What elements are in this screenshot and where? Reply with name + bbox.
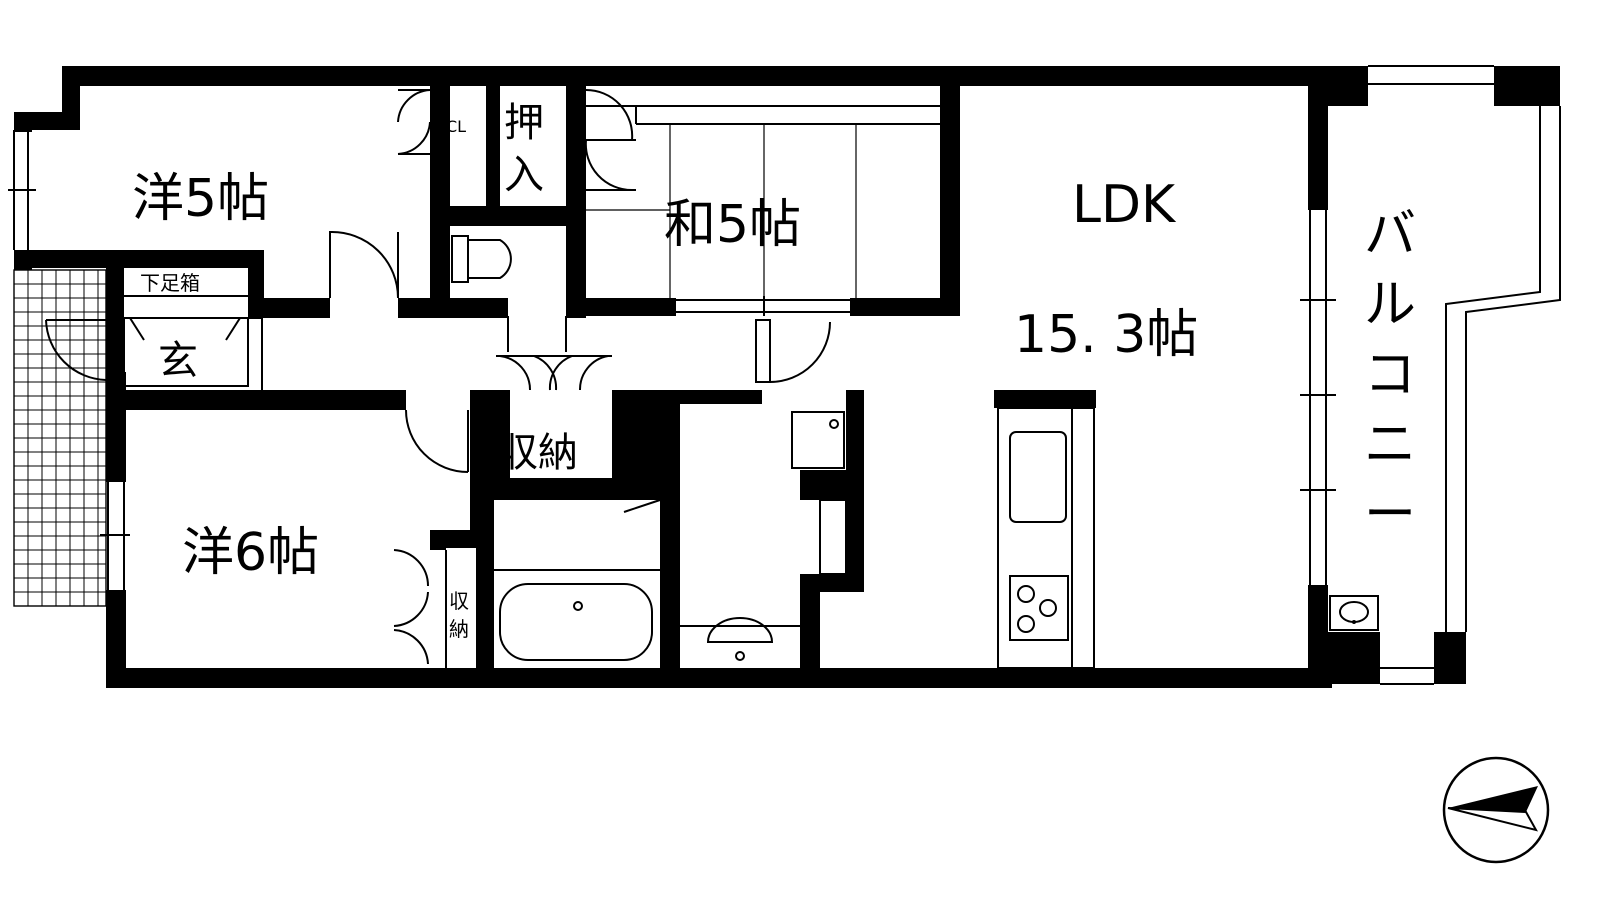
kitchen-counter — [997, 407, 1095, 669]
label-ldk-name: LDK — [1072, 175, 1177, 235]
label-balcony-1: バ — [1364, 205, 1416, 265]
bathtub-icon — [494, 499, 661, 661]
label-western-5: 洋5帖 — [132, 169, 269, 229]
doors — [45, 88, 831, 668]
label-storage-large: 収納 — [498, 430, 578, 476]
stove-icon — [1009, 575, 1069, 641]
tatami-lines — [586, 124, 857, 298]
toilet-icon — [451, 235, 512, 283]
interior-walls — [14, 86, 1096, 688]
label-storage-small-1: 収 — [449, 589, 469, 613]
label-balcony-4: ニ — [1364, 415, 1416, 475]
label-entrance: 玄 — [158, 338, 198, 384]
north-arrow-icon — [1442, 756, 1550, 864]
label-ldk-size: 15. 3帖 — [1014, 305, 1198, 365]
label-japanese-5: 和5帖 — [664, 195, 801, 255]
label-shoe-box: 下足箱 — [140, 271, 200, 295]
balcony — [1329, 65, 1561, 685]
outer-walls — [14, 66, 1560, 688]
label-oshiire-1: 押 — [504, 100, 544, 146]
label-closet: CL — [446, 117, 466, 136]
label-balcony-2: ル — [1364, 275, 1416, 335]
label-western-6: 洋6帖 — [182, 523, 319, 583]
wash-basin-icon — [680, 617, 800, 661]
labels: 洋5帖 和5帖 LDK 15. 3帖 洋6帖 押 入 CL 下足箱 玄 収納 収… — [132, 100, 1416, 641]
washing-machine-icon — [791, 411, 847, 575]
label-balcony-5: ー — [1364, 485, 1416, 545]
windows — [8, 86, 1336, 590]
porch-tiles — [13, 269, 107, 607]
label-oshiire-2: 入 — [504, 152, 544, 198]
label-balcony-3: コ — [1364, 345, 1416, 405]
label-storage-small-2: 納 — [449, 617, 469, 641]
fixtures — [451, 235, 1095, 669]
sink-icon — [1009, 431, 1067, 523]
